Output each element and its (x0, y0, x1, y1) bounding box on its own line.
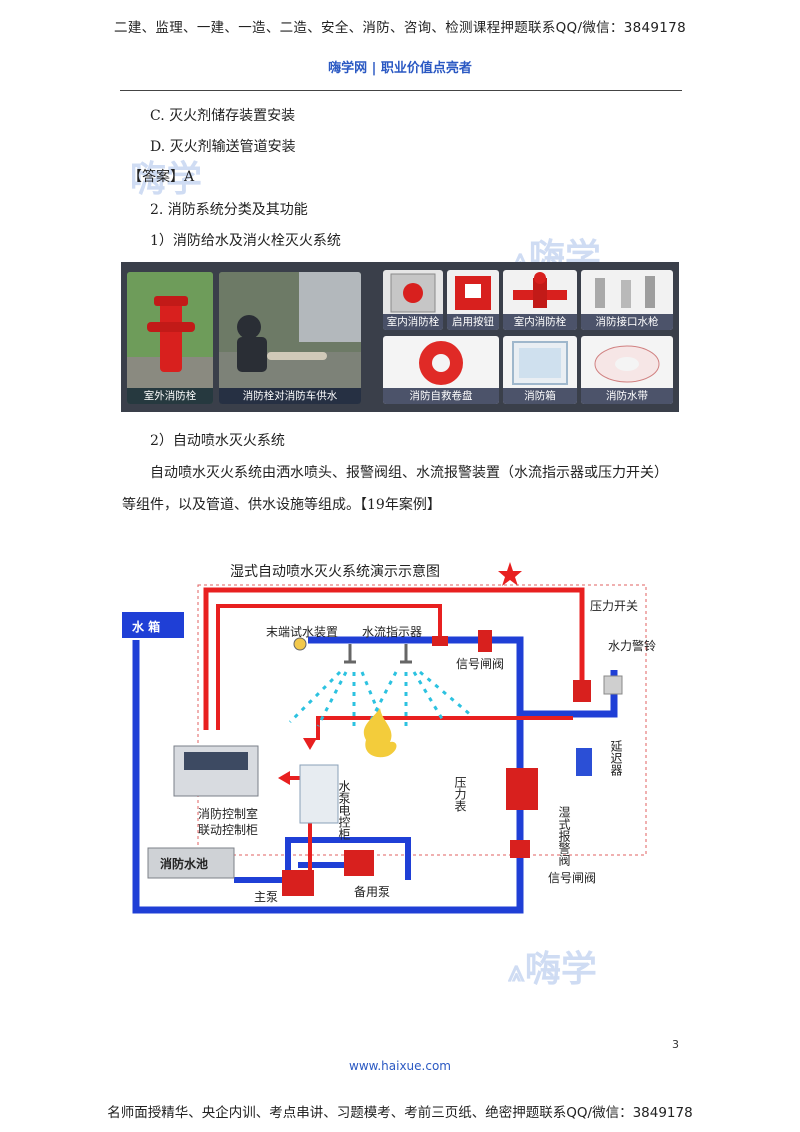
pump-cabinet-label: 水泵电控柜 (337, 780, 351, 840)
photo-fire-box: 消防箱 (503, 336, 577, 404)
spare-pump-label: 备用泵 (354, 885, 390, 899)
main-pump-label: 主泵 (254, 890, 278, 904)
pool-label: 消防水池 (160, 856, 208, 871)
pressure-switch (573, 680, 591, 702)
pressure-switch-text: 压力开关 (590, 599, 638, 613)
fire-icon (363, 708, 397, 758)
photo-outdoor-hydrant: 室外消防栓 (127, 272, 213, 404)
diagram-title: 湿式自动喷水灭火系统演示示意图 (230, 563, 440, 580)
subsection-heading-1: 1）消防给水及消火栓灭火系统 (150, 233, 341, 249)
sprinkler-heads (288, 644, 473, 727)
photo-caption: 消防箱 (503, 388, 577, 404)
star-icon (498, 562, 522, 586)
hydrant-icon (127, 272, 213, 388)
dashed-outline (197, 584, 647, 856)
photo-caption: 室外消防栓 (127, 388, 213, 404)
flow-indicator (432, 636, 448, 646)
sprinkler-head-icon (344, 644, 356, 664)
control-room-label-2: 联动控制柜 (198, 823, 258, 837)
pressure-switch-label: 压力开关 (590, 599, 638, 613)
cabinet-icon (390, 273, 436, 313)
bottom-banner: 名师面授精华、央企内训、考点串讲、习题模考、考前三页纸、绝密押题联系QQ/微信：… (107, 1105, 693, 1121)
watermark-logo-3: ⩓嗨学 (508, 940, 597, 992)
photo-hydrant-supply: 消防栓对消防车供水 (219, 272, 361, 404)
water-bell (603, 675, 623, 695)
photo-caption: 室内消防栓 (503, 314, 577, 330)
signal-valve-top-label: 信号闸阀 (456, 657, 504, 671)
water-tank-label: 水 箱 (132, 619, 160, 634)
fire-hose-icon (594, 345, 660, 383)
photo-start-button: 启用按钮 (447, 270, 499, 330)
body-text-line-2: 等组件，以及管道、供水设施等组成。【19年案例】 (122, 497, 441, 513)
signal-valve-bottom (510, 840, 530, 858)
alarm-valve-label: 湿式报警阀 (557, 805, 571, 867)
sprinkler-head-icon (400, 644, 412, 664)
pressure-gauge-label: 压力表 (453, 776, 467, 812)
photo-caption: 消防水带 (581, 388, 673, 404)
site-url[interactable]: www.haixue.com (349, 1059, 451, 1073)
header-divider (120, 90, 682, 91)
nozzle-icon (595, 276, 655, 308)
pump-control-cabinet (299, 764, 339, 824)
equipment-photo-strip: 室外消防栓 消防栓对消防车供水 室内消防栓 启用按钮 室内消防栓 消防接口水枪 … (121, 262, 679, 412)
flow-indicator-label: 水流指示器 (362, 624, 422, 639)
fire-pool (147, 847, 235, 879)
answer: 【答案】A (128, 169, 195, 185)
photo-nozzle: 消防接口水枪 (581, 270, 673, 330)
brand-line: 嗨学网 | 职业价值点亮者 (328, 61, 472, 76)
top-banner: 二建、监理、一建、一造、二造、安全、消防、咨询、检测课程押题联系QQ/微信：38… (114, 20, 686, 36)
end-test-gauge-icon (293, 637, 307, 651)
delay-device (576, 748, 592, 776)
watermark-text: 嗨学 (130, 159, 203, 200)
signal-valve-bottom-label: 信号闸阀 (548, 871, 596, 885)
spray-pattern (288, 670, 473, 727)
arrow-down-icon (303, 738, 317, 750)
spare-pump (344, 850, 374, 876)
option-c: C. 灭火剂储存装置安装 (150, 108, 296, 124)
firefighter-icon (219, 272, 361, 388)
subsection-heading-2: 2）自动喷水灭火系统 (150, 433, 285, 449)
watermark-logo-1: 嗨学 (130, 150, 202, 202)
photo-indoor-hydrant-cabinet: 室内消防栓 (383, 270, 443, 330)
alarm-valve (506, 768, 538, 810)
photo-fire-hose: 消防水带 (581, 336, 673, 404)
console-screen (184, 752, 248, 770)
page-number: 3 (672, 1038, 679, 1051)
photo-caption: 消防接口水枪 (581, 314, 673, 330)
signal-line-red-1 (203, 587, 585, 730)
end-test-label: 末端试水装置 (266, 624, 338, 639)
watermark-logo-icon: ⩓ (508, 954, 525, 989)
photo-caption: 消防自救卷盘 (383, 388, 499, 404)
signal-line-red-3 (316, 716, 573, 740)
option-d: D. 灭火剂输送管道安装 (150, 139, 296, 155)
main-pump (282, 870, 314, 896)
watermark-text: 嗨学 (524, 949, 597, 990)
photo-hose-reel: 消防自救卷盘 (383, 336, 499, 404)
signal-line-red-2 (216, 604, 442, 730)
photo-indoor-hydrant: 室内消防栓 (503, 270, 577, 330)
photo-caption: 室内消防栓 (383, 314, 443, 330)
sprinkler-system-diagram: 湿式自动喷水灭火系统演示示意图 水 箱 水流指示器 末端试水装置 信号闸阀 压力… (122, 562, 656, 914)
water-bell-label: 水力警铃 (608, 638, 656, 653)
signal-valve-top (478, 630, 492, 652)
photo-caption: 消防栓对消防车供水 (219, 388, 361, 404)
pool-pipe (234, 837, 411, 883)
section-heading: 2. 消防系统分类及其功能 (150, 202, 308, 218)
photo-caption: 启用按钮 (447, 314, 499, 330)
valve-icon (513, 272, 567, 308)
fire-box-icon (512, 341, 568, 385)
hose-reel-icon (419, 341, 463, 385)
control-room-label-1: 消防控制室 (198, 806, 258, 821)
arrow-left-icon (278, 771, 290, 785)
delay-label: 延迟器 (609, 740, 623, 777)
alarm-button-icon (455, 276, 491, 310)
body-text-line-1: 自动喷水灭火系统由洒水喷头、报警阀组、水流报警装置（水流指示器或压力开关） (150, 465, 668, 481)
water-tank (122, 612, 184, 638)
